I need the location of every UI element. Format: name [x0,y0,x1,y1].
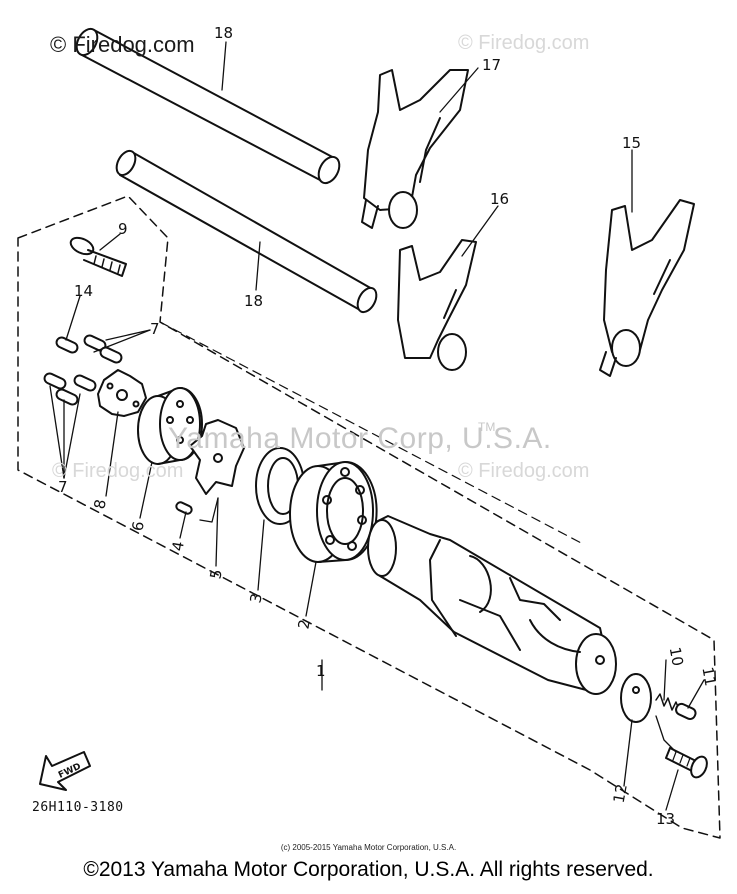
screw-13 [665,747,708,779]
callout-15: 15 [622,134,641,152]
callout-4: 4 [168,540,187,553]
callout-10: 10 [666,646,687,668]
screw-9 [69,236,127,277]
callout-11: 11 [698,665,719,687]
callout-5: 5 [206,568,225,581]
callout-16: 16 [490,190,509,208]
spring-10 [655,693,681,713]
watermark-top-right: © Firedog.com [458,32,590,54]
small-copyright: (c) 2005-2015 Yamaha Motor Corporation, … [280,843,457,852]
stopper-plate-8 [97,369,147,417]
callout-14: 14 [74,282,93,300]
watermark-center: Yamaha Motor Corp, U.S.A. [168,422,552,455]
callout-7-upper: 7 [150,320,160,338]
callout-9: 9 [118,220,128,238]
dowel-pins [43,334,123,406]
shift-fork-15 [599,199,695,377]
part-code: 26H110-3180 [32,800,124,815]
shift-fork-16 [397,239,477,371]
callout-13: 13 [656,810,675,828]
callout-3: 3 [246,592,265,605]
callout-6: 6 [128,520,147,533]
callout-2: 2 [294,618,313,631]
shift-rod-upper [75,27,341,185]
pin-11 [675,702,697,721]
leader-lines [49,41,705,811]
callout-17: 17 [482,56,501,74]
watermark-middle-right: © Firedog.com [458,460,590,482]
pin-4 [175,501,193,515]
watermark-top-left: © Firedog.com [50,32,195,57]
segment-6 [137,387,203,465]
callout-1: 1 [316,662,326,680]
bearing-2 [289,461,378,563]
shift-fork-17 [361,69,469,229]
watermark-middle-left: © Firedog.com [52,460,184,482]
callout-8: 8 [90,498,109,511]
shift-drum-1 [367,515,617,695]
plate-12 [620,673,652,723]
fwd-arrow [39,751,91,791]
callout-18-upper: 18 [214,24,233,42]
watermark-trademark: TM [478,420,496,434]
assembly-boundary [17,195,721,839]
shift-rod-lower [115,149,378,314]
copyright-notice: ©2013 Yamaha Motor Corporation, U.S.A. A… [83,858,654,881]
callout-numbers: 18 17 15 16 9 18 14 7 7 8 6 4 5 3 2 1 10… [58,24,719,828]
callout-12: 12 [610,783,631,805]
callout-18-lower: 18 [244,292,263,310]
star-cam-5 [189,419,245,495]
callout-7-lower: 7 [58,478,68,496]
assembly-divider [159,321,586,546]
